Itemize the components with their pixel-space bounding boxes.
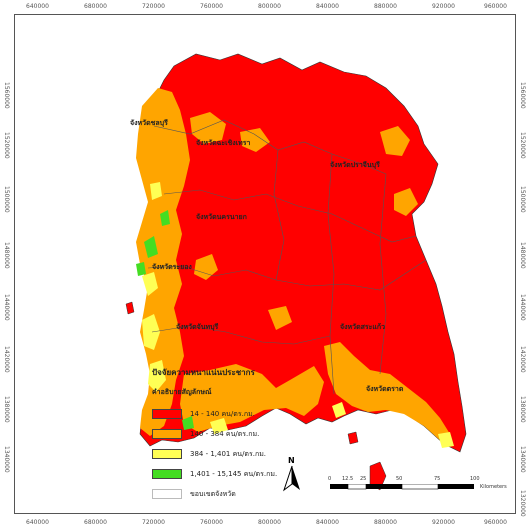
legend-label: 14 - 140 คน/ตร.กม. xyxy=(190,409,255,418)
region-orange-patch xyxy=(190,112,226,144)
scale-tick: 12.5 xyxy=(342,476,354,482)
legend-title: ปัจจัยความหนาแน่นประชากร xyxy=(152,368,255,377)
province-label: จังหวัดปราจีนบุรี xyxy=(330,161,380,169)
north-label: N xyxy=(288,456,295,465)
x-tick: 960000 xyxy=(484,519,507,526)
region-orange-se xyxy=(324,342,450,442)
x-tick: 640000 xyxy=(26,3,49,10)
north-arrow-icon xyxy=(283,465,300,492)
legend-subtitle: คำอธิบายสัญลักษณ์ xyxy=(152,388,212,396)
scale-tick: 75 xyxy=(434,476,441,482)
legend-label: 384 - 1,401 คน/ตร.กม. xyxy=(190,449,267,458)
y-tick: 1560000 xyxy=(519,82,526,109)
y-tick: 1320000 xyxy=(519,490,526,517)
region-yellow-patch xyxy=(142,272,158,296)
region-yellow-patch xyxy=(142,314,160,350)
region-green-patch xyxy=(182,416,194,430)
y-tick: 1380000 xyxy=(3,396,10,423)
province-label: จังหวัดจันทบุรี xyxy=(176,323,219,331)
region-yellow-patch xyxy=(438,432,454,448)
density-map xyxy=(125,53,467,491)
scale-tick: 25 xyxy=(360,476,367,482)
province-label: จังหวัดฉะเชิงเทรา xyxy=(196,139,251,147)
region-orange-patch xyxy=(240,128,270,152)
scale-bar-graphic xyxy=(330,484,474,490)
map-frame xyxy=(14,14,516,514)
x-tick: 920000 xyxy=(432,3,455,10)
x-tick: 720000 xyxy=(142,3,165,10)
y-tick: 1480000 xyxy=(3,242,10,269)
x-tick: 720000 xyxy=(142,519,165,526)
y-tick: 1500000 xyxy=(3,186,10,213)
x-tick: 680000 xyxy=(84,3,107,10)
province-label: จังหวัดตราด xyxy=(366,385,404,393)
region-orange-patch xyxy=(380,126,410,156)
y-tick: 1420000 xyxy=(519,346,526,373)
island xyxy=(347,431,359,445)
region-yellow-patch xyxy=(332,402,346,418)
legend-item: 14 - 140 คน/ตร.กม. xyxy=(152,408,352,420)
legend: ปัจจัยความหนาแน่นประชากร คำอธิบายสัญลักษ… xyxy=(152,366,352,508)
x-tick: 680000 xyxy=(84,519,107,526)
y-tick: 1340000 xyxy=(3,446,10,473)
province-label: จังหวัดระยอง xyxy=(152,263,192,271)
legend-item: ขอบเขตจังหวัด xyxy=(152,488,352,500)
legend-swatch xyxy=(152,429,182,439)
legend-label: 1,401 - 15,145 คน/ตร.กม. xyxy=(190,469,278,478)
region-orange-south xyxy=(180,364,324,432)
x-tick: 640000 xyxy=(26,519,49,526)
legend-label: ขอบเขตจังหวัด xyxy=(190,489,236,498)
x-tick: 880000 xyxy=(374,519,397,526)
y-tick: 1560000 xyxy=(3,82,10,109)
scale-unit: Kilometers xyxy=(480,484,507,490)
y-tick: 1500000 xyxy=(519,186,526,213)
x-tick: 840000 xyxy=(316,519,339,526)
x-tick: 800000 xyxy=(258,519,281,526)
x-tick: 960000 xyxy=(484,3,507,10)
region-yellow-patch xyxy=(210,418,228,434)
legend-swatch xyxy=(152,409,182,419)
scale-tick: 0 xyxy=(328,476,332,482)
x-tick: 840000 xyxy=(316,3,339,10)
province-boundaries xyxy=(147,119,427,395)
y-tick: 1520000 xyxy=(3,132,10,159)
y-tick: 1420000 xyxy=(3,346,10,373)
y-tick: 1340000 xyxy=(519,446,526,473)
y-tick: 1480000 xyxy=(519,242,526,269)
legend-swatch xyxy=(152,449,182,459)
x-tick: 760000 xyxy=(200,3,223,10)
legend-item: 140 - 384 คน/ตร.กม. xyxy=(152,428,352,440)
island xyxy=(125,301,135,315)
legend-swatch xyxy=(152,489,182,499)
scale-tick: 100 xyxy=(470,476,480,482)
x-tick: 800000 xyxy=(258,3,281,10)
region-orange-patch xyxy=(268,306,292,330)
region-green-patch xyxy=(136,262,146,276)
y-tick: 1520000 xyxy=(519,132,526,159)
x-tick: 880000 xyxy=(374,3,397,10)
region-yellow-patch xyxy=(150,182,162,200)
y-tick: 1440000 xyxy=(3,294,10,321)
region-orange-patch xyxy=(394,188,418,216)
legend-swatch xyxy=(152,469,182,479)
province-label: จังหวัดนครนายก xyxy=(196,213,247,221)
y-tick: 1380000 xyxy=(519,396,526,423)
province-label: จังหวัดชลบุรี xyxy=(130,119,168,127)
region-yellow-patch xyxy=(148,360,166,392)
region-orange-west xyxy=(136,88,190,436)
legend-label: 140 - 384 คน/ตร.กม. xyxy=(190,429,260,438)
x-tick: 760000 xyxy=(200,519,223,526)
province-label: จังหวัดสระแก้ว xyxy=(340,323,386,331)
north-arrow: N xyxy=(282,456,302,496)
region-green-patch xyxy=(144,236,158,258)
legend-item: 1,401 - 15,145 คน/ตร.กม. xyxy=(152,468,352,480)
region-green-patch xyxy=(160,210,170,226)
x-tick: 920000 xyxy=(432,519,455,526)
scale-tick: 50 xyxy=(396,476,403,482)
island xyxy=(369,461,387,491)
y-tick: 1440000 xyxy=(519,294,526,321)
region-orange-patch xyxy=(194,254,218,280)
legend-item: 384 - 1,401 คน/ตร.กม. xyxy=(152,448,352,460)
